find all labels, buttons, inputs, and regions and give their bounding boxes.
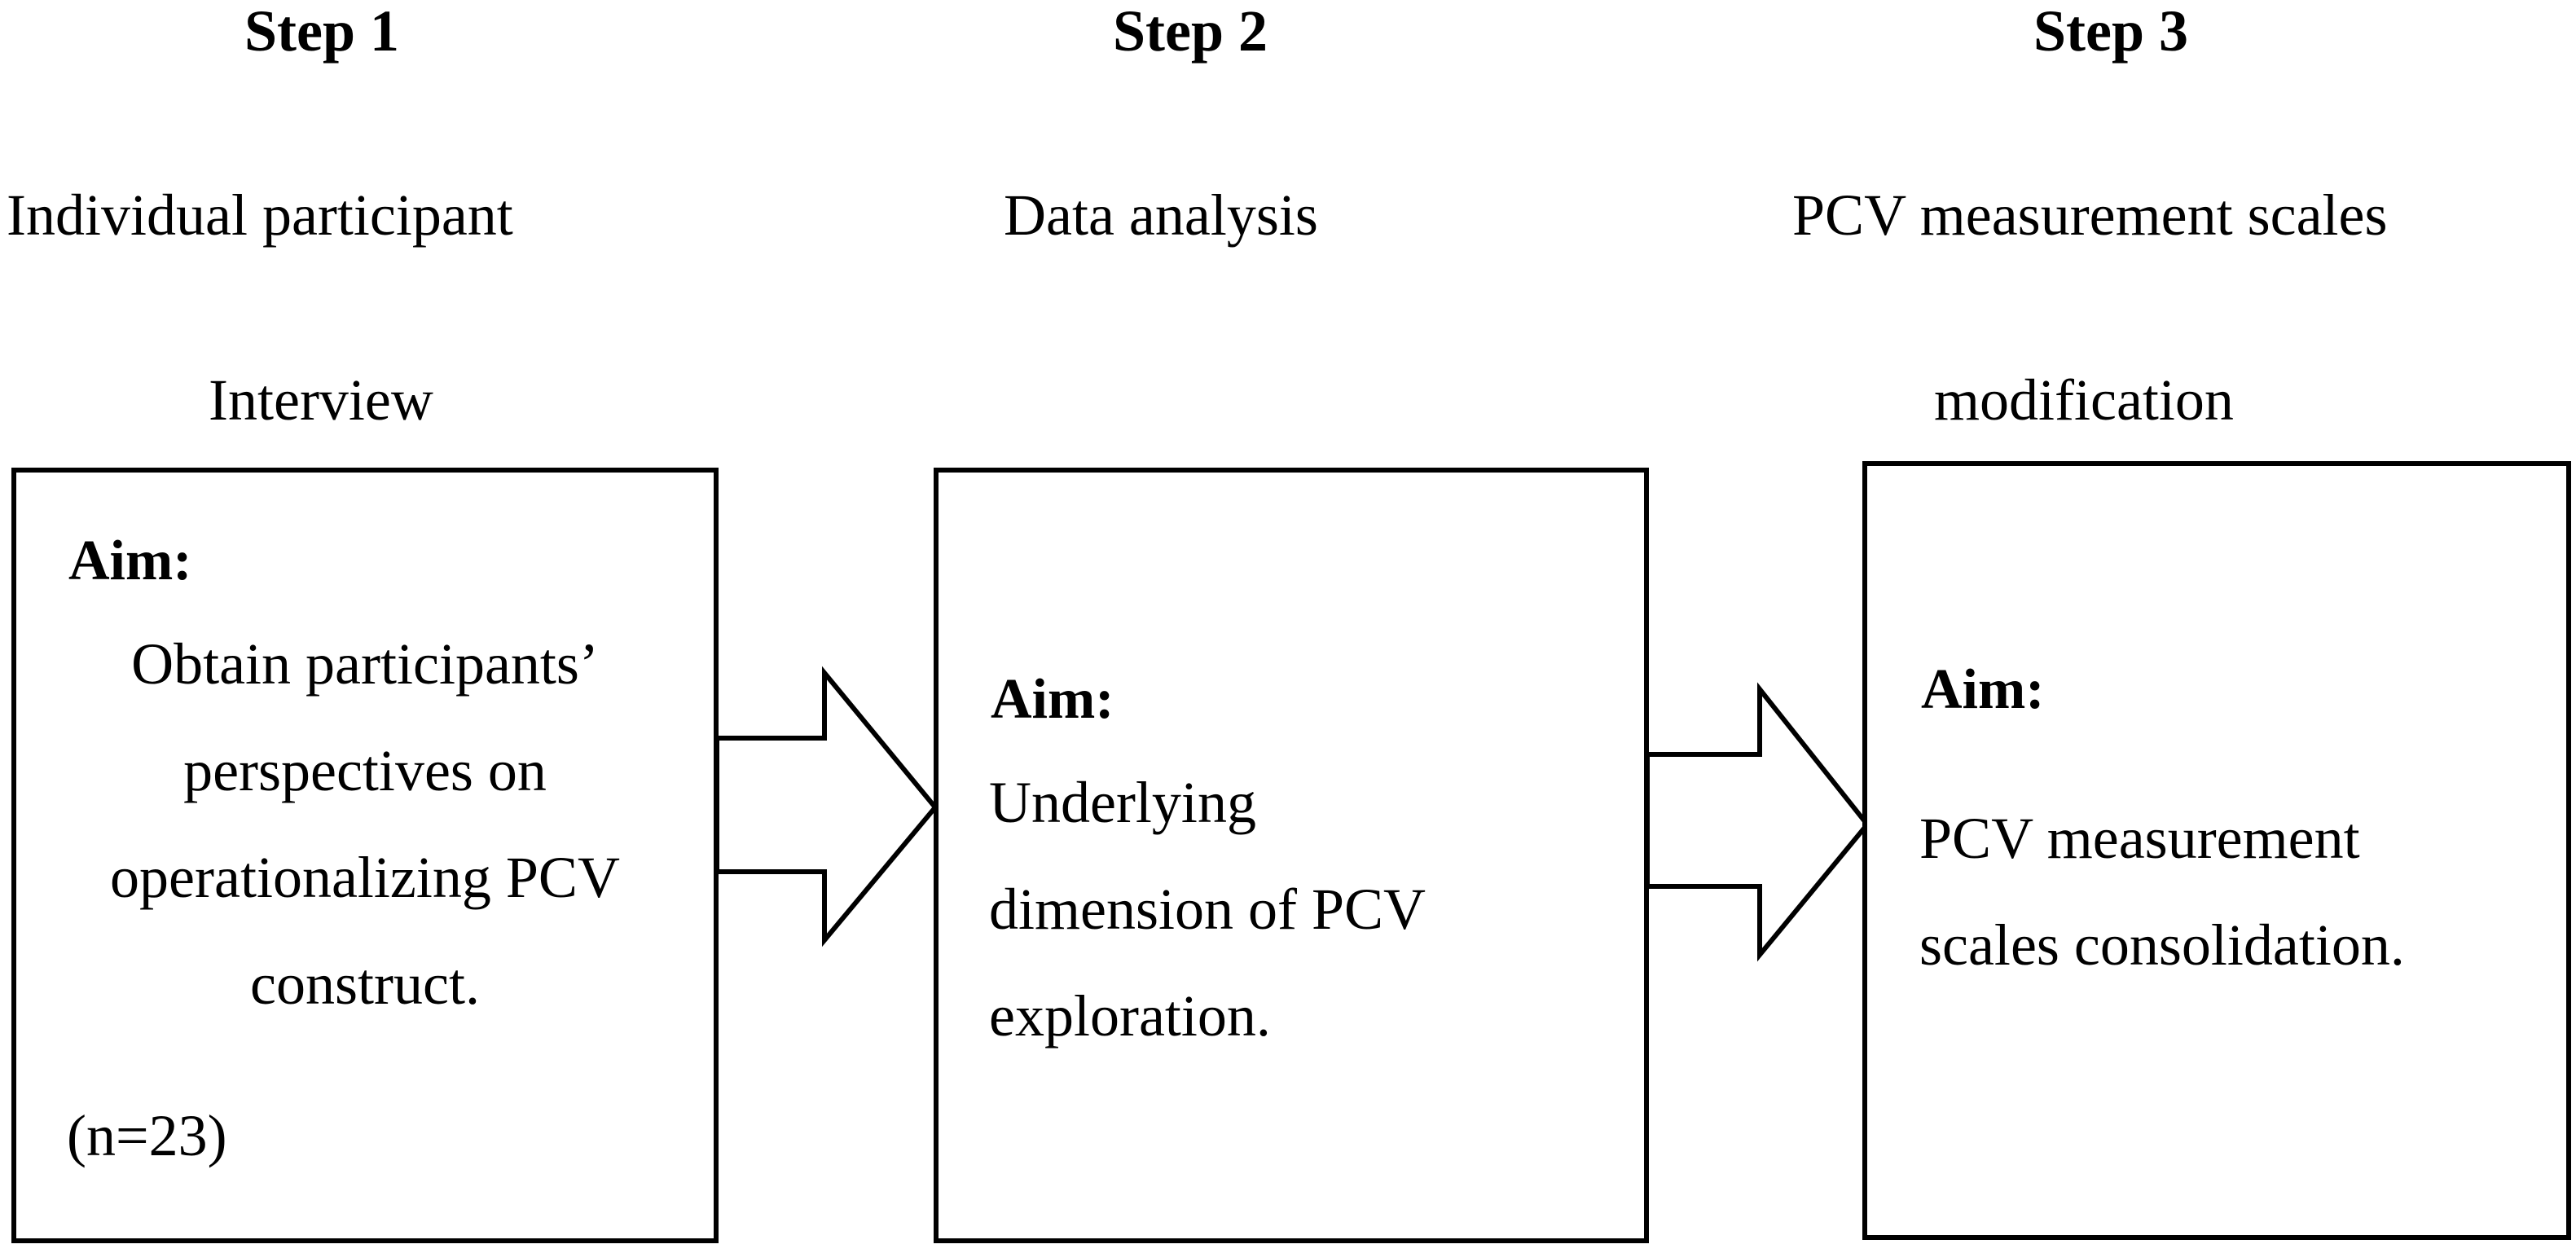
step-2-box: Aim: Underlying dimension of PCV explora… [934,468,1649,1243]
step-1-subtitle-line-1: Individual participant [7,182,513,248]
step-1-sample-size: (n=23) [67,1103,227,1168]
step-1-subtitle-line-2: Interview [209,367,433,433]
step-2-title: Step 2 [1113,0,1268,64]
step-3-aim-text: PCV measurement scales consolidation. [1919,785,2405,999]
step-2-aim-line: Underlying [989,770,1256,835]
step-1-aim-label: Aim: [68,530,192,592]
step-3-aim-label: Aim: [1921,658,2045,721]
step-3-aim-line: scales consolidation. [1919,912,2405,978]
step-2-aim-text: Underlying dimension of PCV exploration. [989,750,1426,1070]
step-2-subtitle-line-1: Data analysis [1004,182,1318,248]
step-3-aim-line: PCV measurement [1919,806,2360,871]
step-3-subtitle-line-1: PCV measurement scales [1792,182,2388,248]
step-3-subtitle-line-2: modification [1934,367,2234,433]
step-1-aim-line: operationalizing PCV [110,845,620,910]
step-2-aim-line: dimension of PCV [989,877,1426,942]
step-1-box: Aim: Obtain participants’ perspectives o… [11,468,719,1243]
step-1-title: Step 1 [244,0,400,64]
step-3-title: Step 3 [2033,0,2189,64]
step-3-box: Aim: PCV measurement scales consolidatio… [1862,461,2571,1240]
step-1-aim-text: Obtain participants’ perspectives on ope… [16,611,714,1038]
step-1-aim-line: construct. [250,952,480,1017]
step-1-aim-line: perspectives on [183,738,547,803]
step-2-aim-line: exploration. [989,983,1271,1049]
step-2-aim-label: Aim: [991,668,1114,731]
step-1-aim-line: Obtain participants’ [131,631,599,697]
